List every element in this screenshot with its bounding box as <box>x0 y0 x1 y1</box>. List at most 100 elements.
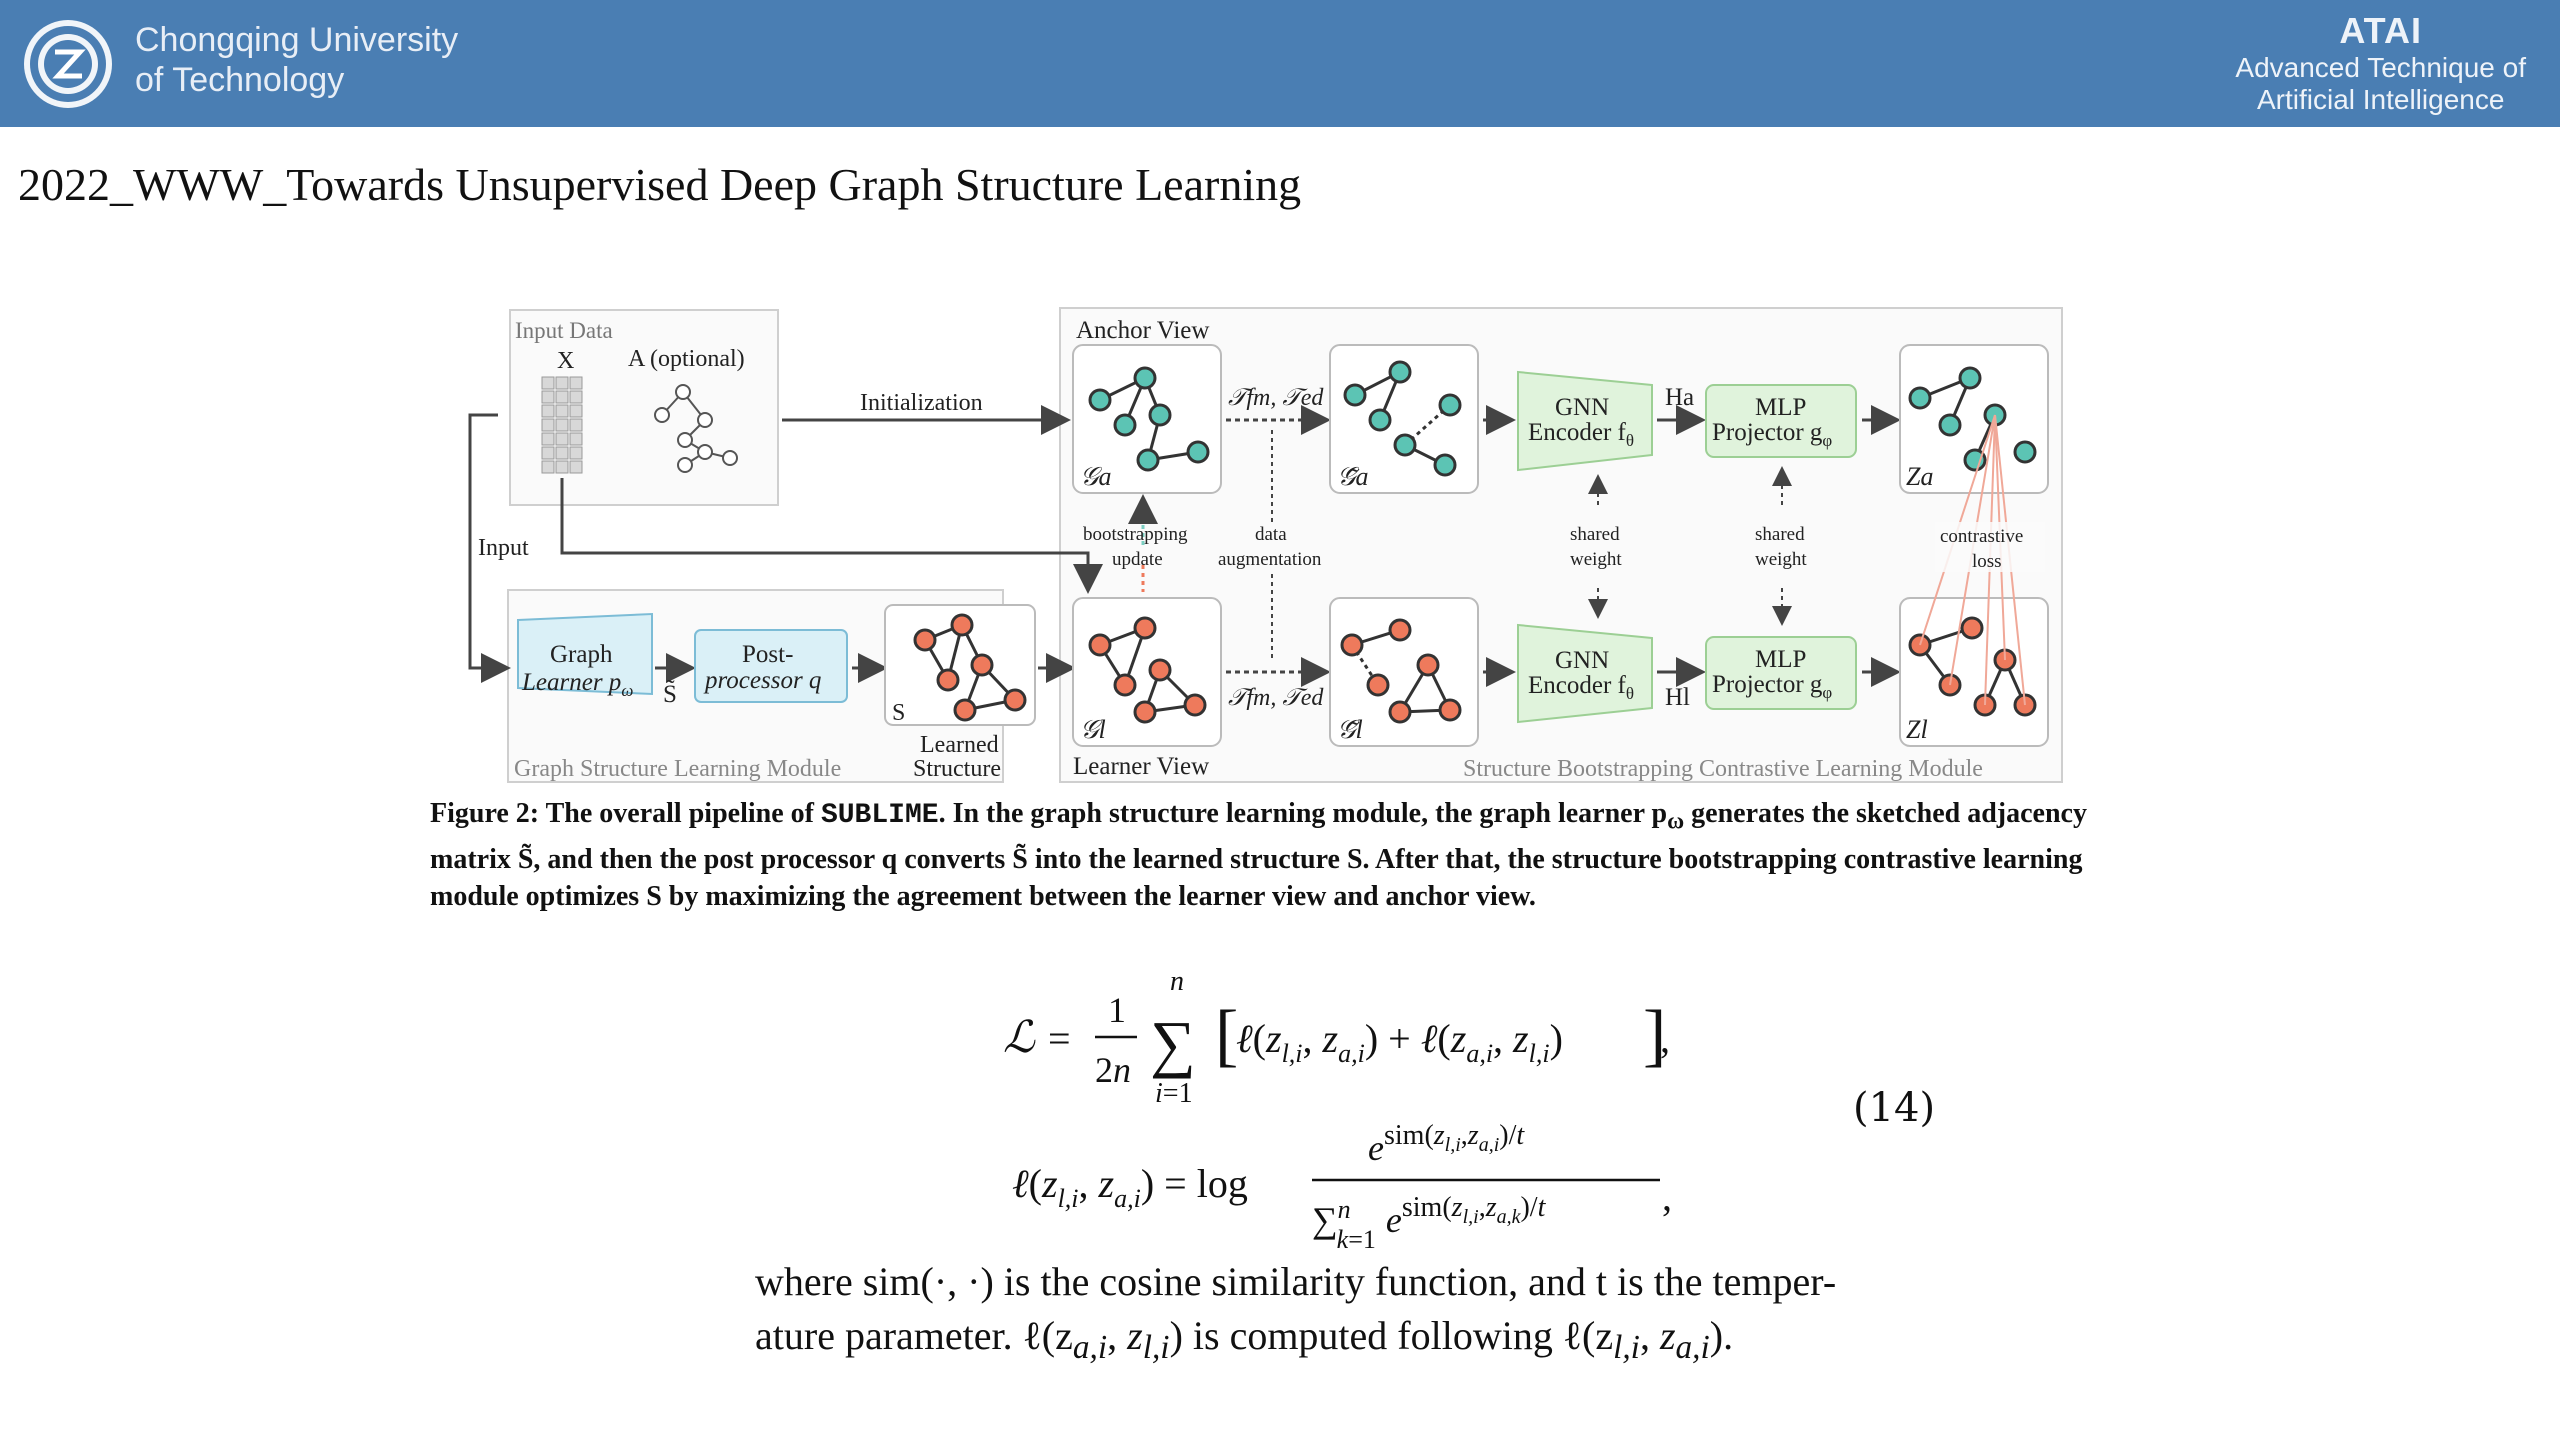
svg-text:[: [ <box>1215 997 1238 1074</box>
learner-view-label: Learner View <box>1073 753 1209 780</box>
gsl-module-label: Graph Structure Learning Module <box>514 756 841 782</box>
caption-text: . In the graph structure learning module… <box>938 798 1668 829</box>
s-label: S <box>892 700 905 726</box>
post-processor-line1: Post- <box>742 641 793 668</box>
graph-learner-line1: Graph <box>550 641 613 668</box>
atai-sub-1: Advanced Technique of <box>2235 52 2526 83</box>
za-label: Za <box>1906 462 1933 491</box>
anchor-view-label: Anchor View <box>1076 317 1209 344</box>
gnn-anchor-line2: Encoder fθ <box>1528 419 1634 450</box>
equation-number: (14) <box>1853 1085 1936 1131</box>
a-label: A (optional) <box>628 346 745 372</box>
s-tilde-label: S̃ <box>663 680 677 708</box>
za-graph <box>1908 366 2037 472</box>
mlp-anchor-line2: Projector gφ <box>1712 419 1832 450</box>
gnn-learner-line1: GNN <box>1555 647 1609 674</box>
aug-label-top: 𝒯fm, 𝒯ed <box>1228 385 1324 411</box>
caption-sub: ω <box>1667 808 1685 835</box>
anchor-aug-graph <box>1343 360 1462 477</box>
loss-label: loss <box>1972 551 2002 572</box>
svg-text:2n: 2n <box>1095 1050 1131 1090</box>
caption-prefix: Figure 2: The overall pipeline of <box>430 798 821 829</box>
sbcl-module-label: Structure Bootstrapping Contrastive Lear… <box>1463 756 1983 782</box>
data-label: data <box>1255 524 1287 545</box>
x-label: X <box>557 348 574 374</box>
aug-label-bottom: 𝒯fm, 𝒯ed <box>1228 685 1324 711</box>
update-label: update <box>1112 549 1163 570</box>
svg-text:ℓ(zl,i, za,i) + ℓ(za,i, zl,i): ℓ(zl,i, za,i) + ℓ(za,i, zl,i) <box>1236 1016 1563 1068</box>
gl-label: 𝒢l <box>1080 715 1106 744</box>
university-line-1: Chongqing University <box>135 21 459 59</box>
input-label: Input <box>478 535 529 561</box>
body-text: where sim(·, ·) is the cosine similarity… <box>755 1255 2175 1375</box>
mlp-projector-anchor <box>1705 384 1857 458</box>
svg-text:n: n <box>1170 966 1184 997</box>
university-logo-icon <box>24 20 112 108</box>
slide-title: 2022_WWW_Towards Unsupervised Deep Graph… <box>18 159 1302 210</box>
bootstrapping-label: bootstrapping <box>1083 524 1188 545</box>
caption-method-name: SUBLIME <box>820 800 939 831</box>
learner-graph <box>1088 616 1207 724</box>
svg-text:,: , <box>1662 1174 1672 1219</box>
optional-graph-a <box>654 384 738 473</box>
gnn-anchor-line1: GNN <box>1555 394 1609 421</box>
aug-label-bg <box>1210 522 1335 572</box>
mlp-projector-learner <box>1705 636 1857 710</box>
input-path-x <box>560 478 1103 594</box>
anchor-graph-box <box>1072 344 1222 494</box>
learned-structure-line1: Learned <box>920 732 999 758</box>
mlp-learner-line1: MLP <box>1755 646 1806 673</box>
ga-tilde-label: 𝒢̃a <box>1337 462 1369 491</box>
learner-aug-graph <box>1340 618 1462 724</box>
gnn-learner-line2: Encoder fθ <box>1528 672 1634 703</box>
svg-text:=: = <box>1048 1016 1071 1061</box>
ha-label: Ha <box>1665 384 1694 411</box>
feature-matrix-x <box>541 376 583 474</box>
atai-brand: ATAI <box>2339 10 2423 51</box>
input-path-left <box>468 413 511 683</box>
graph-learner-box <box>517 612 653 696</box>
input-data-label: Input Data <box>515 318 613 343</box>
za-box <box>1899 344 2049 494</box>
zl-box <box>1899 597 2049 747</box>
augmentation-label: augmentation <box>1218 549 1322 570</box>
initialization-label: Initialization <box>860 390 983 416</box>
caption-rest: generates the sketched adjacency matrix … <box>430 798 2087 912</box>
header-bar: Chongqing University of Technology ATAI … <box>0 0 2560 127</box>
input-data-box <box>509 309 779 506</box>
university-line-2: of Technology <box>135 61 345 99</box>
contrastive-label: contrastive <box>1940 526 2023 547</box>
post-processor-box <box>694 629 848 703</box>
svg-text:ℓ(zl,i, za,i) = log: ℓ(zl,i, za,i) = log <box>1012 1161 1248 1213</box>
graph-learner-line2: Learner pω <box>521 669 633 700</box>
anchor-graph <box>1088 366 1210 472</box>
atai-logo: ATAI Advanced Technique of Artificial In… <box>2235 10 2526 116</box>
svg-text:ℒ: ℒ <box>1003 1013 1036 1062</box>
svg-text:esim(zl,i,za,i)/t: esim(zl,i,za,i)/t <box>1368 1120 1525 1168</box>
mlp-weight-label: weight <box>1755 549 1807 570</box>
svg-text:i=1: i=1 <box>1155 1078 1193 1109</box>
mlp-anchor-line1: MLP <box>1755 394 1806 421</box>
gnn-encoder-learner <box>1517 623 1653 724</box>
body-line-2: ature parameter. ℓ(za,i, zl,i) is comput… <box>755 1313 1734 1366</box>
body-line-1: where sim(·, ·) is the cosine similarity… <box>755 1259 1837 1304</box>
learner-graph-box <box>1072 597 1222 747</box>
svg-text:1: 1 <box>1108 990 1126 1030</box>
svg-text:∑: ∑ <box>1150 1008 1196 1079</box>
contrastive-label-bg <box>1935 522 2045 572</box>
learned-structure-graph <box>913 613 1027 722</box>
svg-text:]: ] <box>1643 997 1666 1074</box>
gnn-encoder-anchor <box>1517 370 1653 472</box>
zl-label: Zl <box>1906 715 1928 744</box>
ga-label: 𝒢a <box>1080 462 1112 491</box>
mlp-shared-label: shared <box>1755 524 1805 545</box>
hl-label: Hl <box>1665 684 1690 711</box>
post-processor-line2: processor q <box>703 667 821 694</box>
gl-tilde-label: 𝒢̃l <box>1337 715 1363 744</box>
atai-sub-2: Artificial Intelligence <box>2256 84 2505 115</box>
svg-text:,: , <box>1660 1016 1670 1061</box>
gnn-weight-label: weight <box>1570 549 1622 570</box>
